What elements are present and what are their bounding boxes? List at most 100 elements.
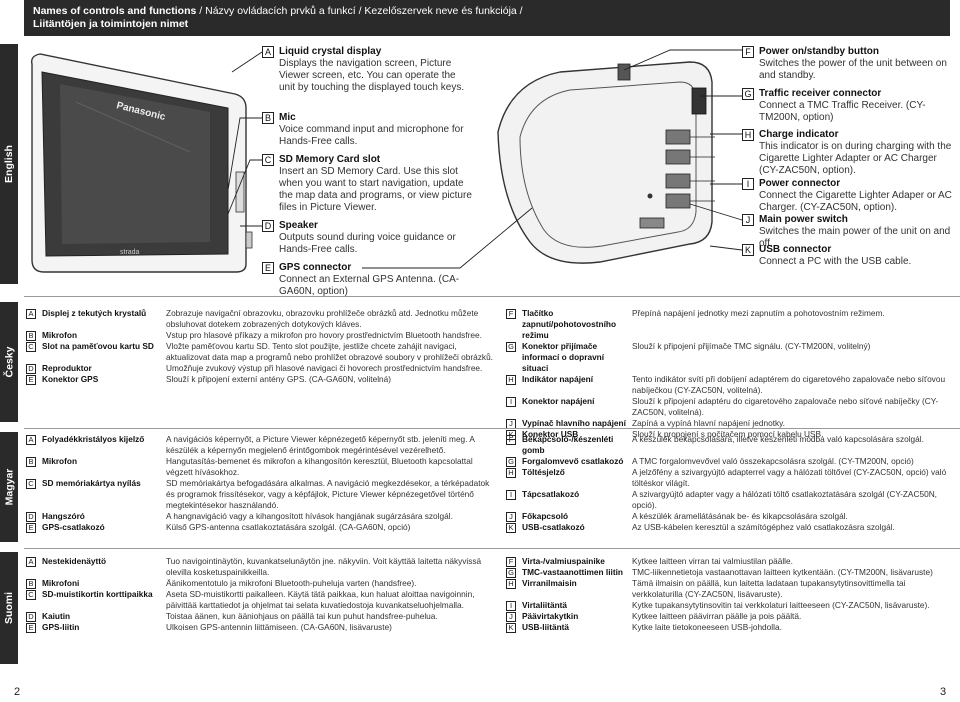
row-name: Konektor USB — [522, 429, 579, 439]
page-number-right: 3 — [940, 686, 947, 698]
section-divider — [24, 548, 960, 549]
row-desc: Ulkoisen GPS-antennin liittämiseen. (CA-… — [166, 622, 392, 632]
row-desc: Tämä ilmaisin on päällä, kun laitetta la… — [632, 578, 906, 599]
row-name: SD memóriakártya nyílás — [42, 478, 141, 488]
row-name: Folyadékkristályos kijelző — [42, 434, 145, 444]
row-name: Hangszóró — [42, 511, 85, 521]
row-letter: F — [506, 556, 516, 567]
row-letter: E — [26, 622, 36, 633]
row-letter: H — [506, 374, 516, 385]
lang-tab-czech: Česky — [0, 302, 18, 422]
row-desc: Umožňuje zvukový výstup při hlasové navi… — [166, 363, 483, 373]
row-letter: A — [26, 308, 36, 319]
row-desc: Slouží k připojení adaptéru do cigaretov… — [632, 396, 939, 417]
table-row: H Virranilmaisin Tämä ilmaisin on päällä, … — [506, 578, 952, 600]
row-name: Päävirtakytkin — [522, 611, 579, 621]
row-name: GPS-csatlakozó — [42, 522, 105, 532]
row-letter: K — [506, 622, 516, 633]
row-desc: Toistaa äänen, kun ääniohjaus on päällä … — [166, 611, 438, 621]
row-letter: D — [26, 511, 36, 522]
device-back-illustration — [497, 61, 715, 264]
header-title-line2: Liitäntöjen ja toimintojen nimet — [33, 18, 189, 30]
row-desc: A TMC forgalomvevővel való összekapcsolá… — [632, 456, 914, 466]
row-letter: J — [506, 611, 516, 622]
table-row: G Konektor přijímače informací o dopravní… — [506, 341, 952, 374]
device-model-label: strada — [120, 249, 140, 256]
row-desc: A hangnavigáció vagy a kihangosított hív… — [166, 511, 453, 521]
row-name: SD-muistikortin korttipaikka — [42, 589, 153, 599]
row-letter: K — [506, 522, 516, 533]
row-desc: Vstup pro hlasové příkazy a mikrofon pro… — [166, 330, 482, 340]
row-name: Konektor napájení — [522, 396, 595, 406]
row-name: Konektor přijímače informací o dopravní … — [522, 341, 605, 373]
row-desc: Tuo navigointinäytön, kuvankatselunäytön… — [166, 556, 482, 577]
table-row: I Konektor napájení Slouží k připojení ada… — [506, 396, 952, 418]
lang-tab-hungarian: Magyar — [0, 432, 18, 542]
row-desc: Kytke tupakansytytinsovitin tai verkkola… — [632, 600, 930, 610]
row-name: USB-csatlakozó — [522, 522, 585, 532]
row-desc: A készülék bekapcsolására, illetve késze… — [632, 434, 924, 444]
row-name: TMC-vastaanottimen liitin — [522, 567, 623, 577]
table-row: D Hangszóró A hangnavigáció vagy a kihango… — [26, 511, 496, 522]
row-desc: A jelzőfény a szivargyújtó adapterrel va… — [632, 467, 947, 488]
page-header: Names of controls and functions / Názvy … — [24, 0, 950, 36]
page-number-left: 2 — [14, 686, 21, 698]
row-name: Főkapcsoló — [522, 511, 569, 521]
row-letter: B — [26, 330, 36, 341]
row-name: Forgalomvevő csatlakozó — [522, 456, 624, 466]
row-letter: G — [506, 456, 516, 467]
row-letter: I — [506, 489, 516, 500]
row-letter: H — [506, 578, 516, 589]
row-desc: Slouží k propojení s počítačem pomocí ka… — [632, 429, 824, 439]
row-desc: TMC-liikennetietoja vastaanottavan laitt… — [632, 567, 933, 577]
row-name: Vypínač hlavního napájení — [522, 418, 626, 428]
row-letter: D — [26, 611, 36, 622]
row-letter: I — [506, 600, 516, 611]
row-letter: G — [506, 567, 516, 578]
row-letter: J — [506, 418, 516, 429]
row-name: Displej z tekutých krystalů — [42, 308, 147, 318]
header-title-bold: Names of controls and functions — [33, 5, 197, 17]
row-name: GPS-liitin — [42, 622, 80, 632]
row-letter: G — [506, 341, 516, 352]
header-title-rest: / Názvy ovládacích prvků a funkcí / Keze… — [196, 5, 523, 17]
row-name: Virranilmaisin — [522, 578, 577, 588]
row-desc: Zobrazuje navigační obrazovku, obrazovku… — [166, 308, 479, 329]
row-letter: A — [26, 556, 36, 567]
section-divider — [24, 296, 960, 297]
leader-lines — [227, 49, 743, 269]
row-letter: I — [506, 396, 516, 407]
row-name: Bekapcsoló-/készenléti gomb — [522, 434, 614, 455]
device-front-illustration: Panasonic strada — [30, 53, 253, 273]
row-name: Kaiutin — [42, 611, 71, 621]
row-name: Slot na paměťovou kartu SD — [42, 341, 154, 351]
table-row: G TMC-vastaanottimen liitin TMC-liikenneti… — [506, 567, 952, 578]
row-letter: H — [506, 467, 516, 478]
